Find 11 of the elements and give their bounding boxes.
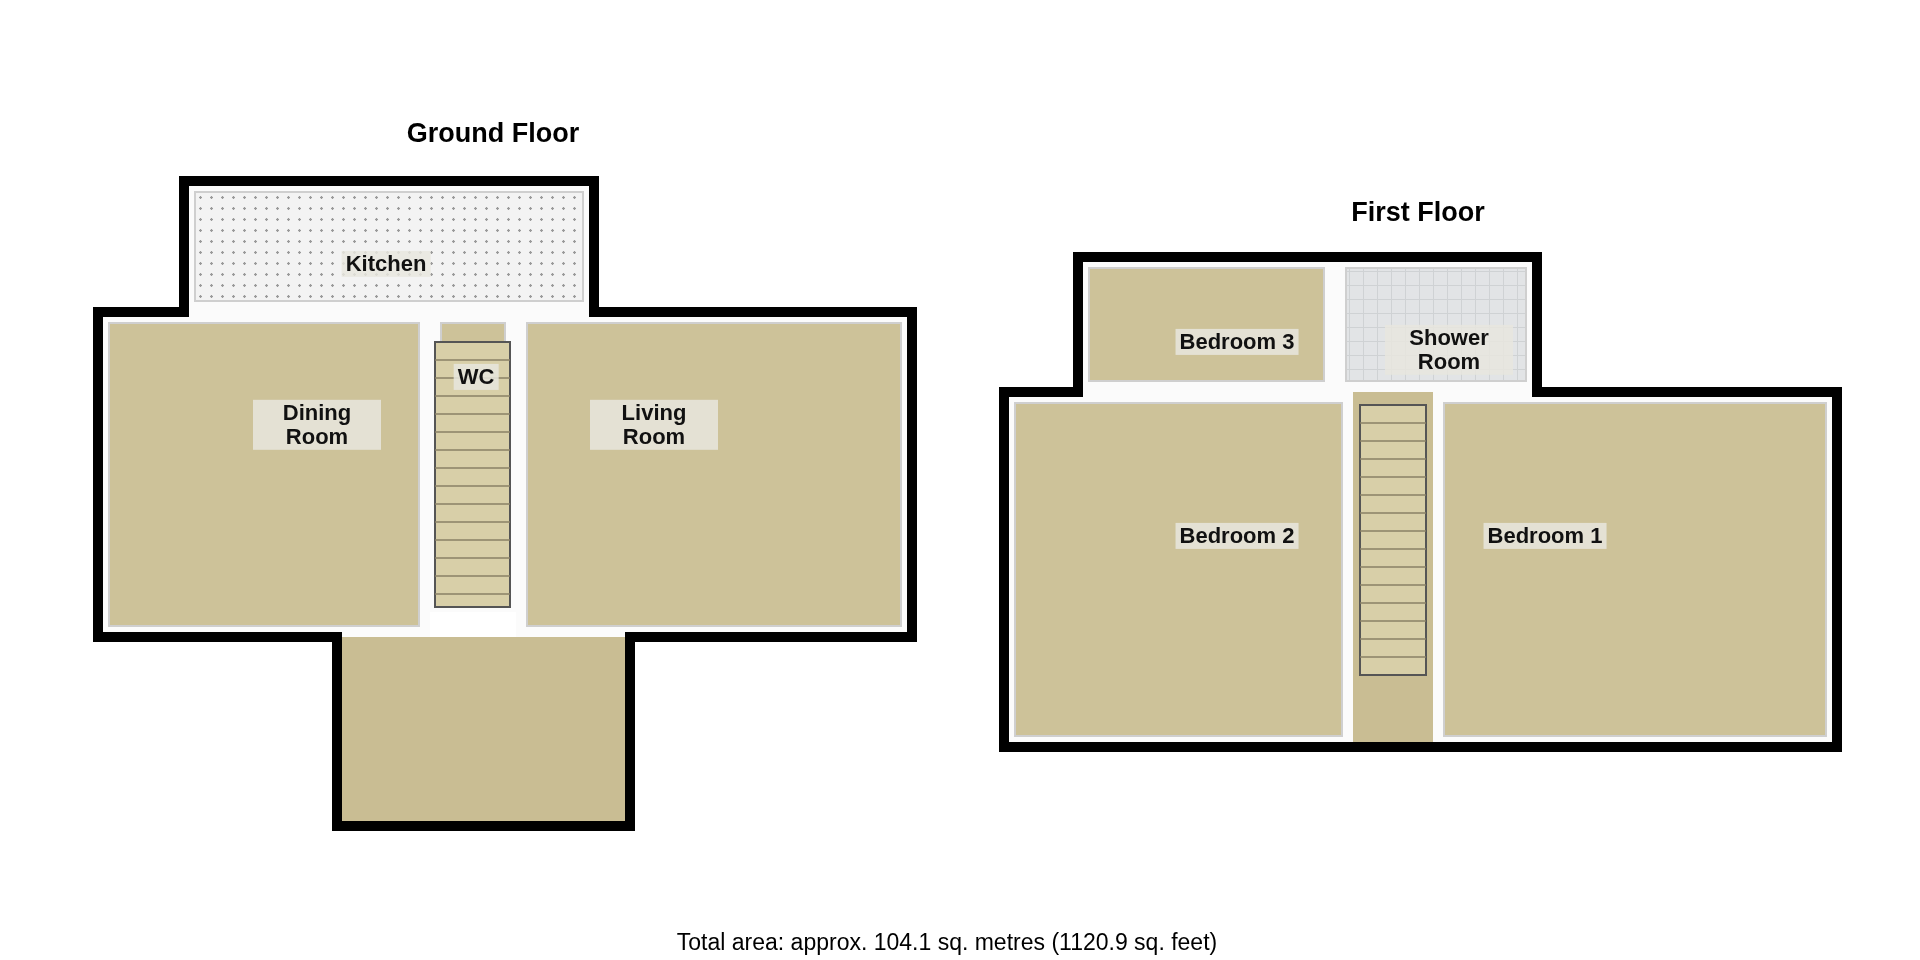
room-label: Shower Room bbox=[1385, 324, 1513, 376]
room-label: Bedroom 2 bbox=[1175, 522, 1299, 550]
room-label: Kitchen bbox=[341, 250, 431, 278]
room-label: Bedroom 1 bbox=[1483, 522, 1607, 550]
floor-heading: Ground Floor bbox=[406, 117, 580, 149]
room-label: Living Room bbox=[590, 399, 718, 451]
caption: Total area: approx. 104.1 sq. metres (1120.9 sq. feet) bbox=[676, 928, 1218, 956]
floor-heading: First Floor bbox=[1351, 196, 1485, 228]
room-label: Bedroom 3 bbox=[1175, 328, 1299, 356]
room-label: Dining Room bbox=[253, 399, 381, 451]
room-label: WC bbox=[453, 363, 499, 391]
